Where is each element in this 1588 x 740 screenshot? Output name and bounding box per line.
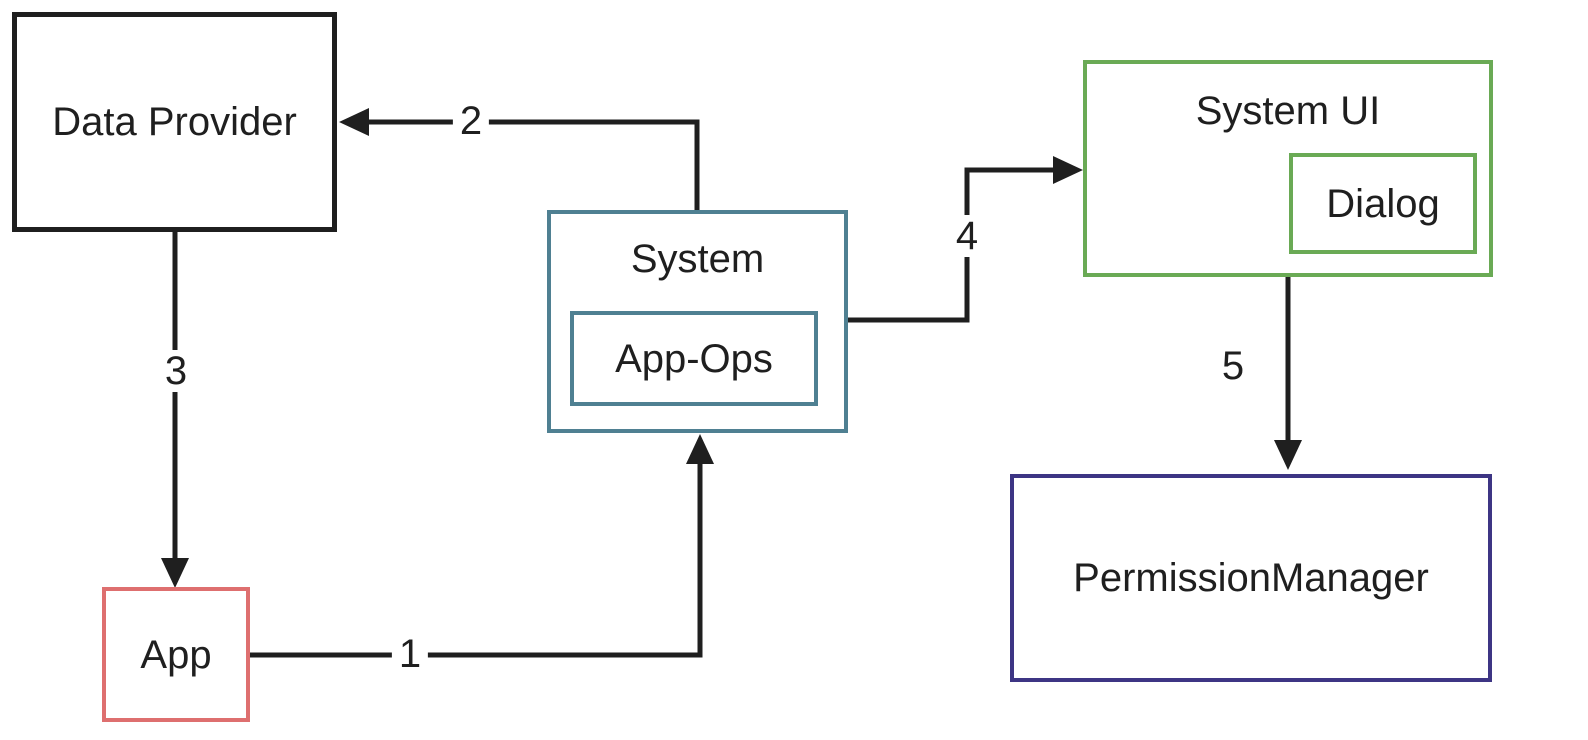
node-dialog: Dialog (1289, 153, 1477, 254)
arrowhead-left-icon (339, 108, 369, 136)
edge-label-1: 1 (391, 633, 429, 675)
edge-label-5: 5 (1214, 345, 1252, 387)
node-data-provider-label: Data Provider (52, 100, 297, 144)
node-system-label: System (630, 237, 765, 281)
node-system-ui-label: System UI (1195, 89, 1381, 133)
node-permission-manager-label: PermissionManager (1073, 556, 1429, 600)
node-system: System App-Ops (547, 210, 848, 433)
node-app: App (102, 587, 250, 722)
edge-label-4: 4 (948, 215, 986, 257)
node-permission-manager: PermissionManager (1010, 474, 1492, 682)
node-app-label: App (140, 632, 212, 677)
arrowhead-up-icon (686, 434, 714, 464)
edge-line (369, 119, 700, 210)
edge-data-provider-to-app (161, 232, 189, 588)
arrowhead-down-icon (161, 558, 189, 588)
arrowhead-right-icon (1053, 156, 1083, 184)
edge-label-2: 2 (452, 100, 490, 142)
node-app-ops: App-Ops (570, 311, 818, 406)
edge-system-ui-to-permission-manager (1274, 277, 1302, 470)
edge-system-to-data-provider (339, 108, 700, 210)
edge-label-3: 3 (157, 350, 195, 392)
node-dialog-label: Dialog (1326, 181, 1440, 226)
node-system-ui: System UI Dialog (1083, 60, 1493, 277)
node-app-ops-label: App-Ops (615, 336, 773, 381)
edge-app-to-system (250, 434, 714, 658)
node-data-provider: Data Provider (12, 12, 337, 232)
edge-line (250, 464, 703, 658)
arrowhead-down-icon (1274, 440, 1302, 470)
